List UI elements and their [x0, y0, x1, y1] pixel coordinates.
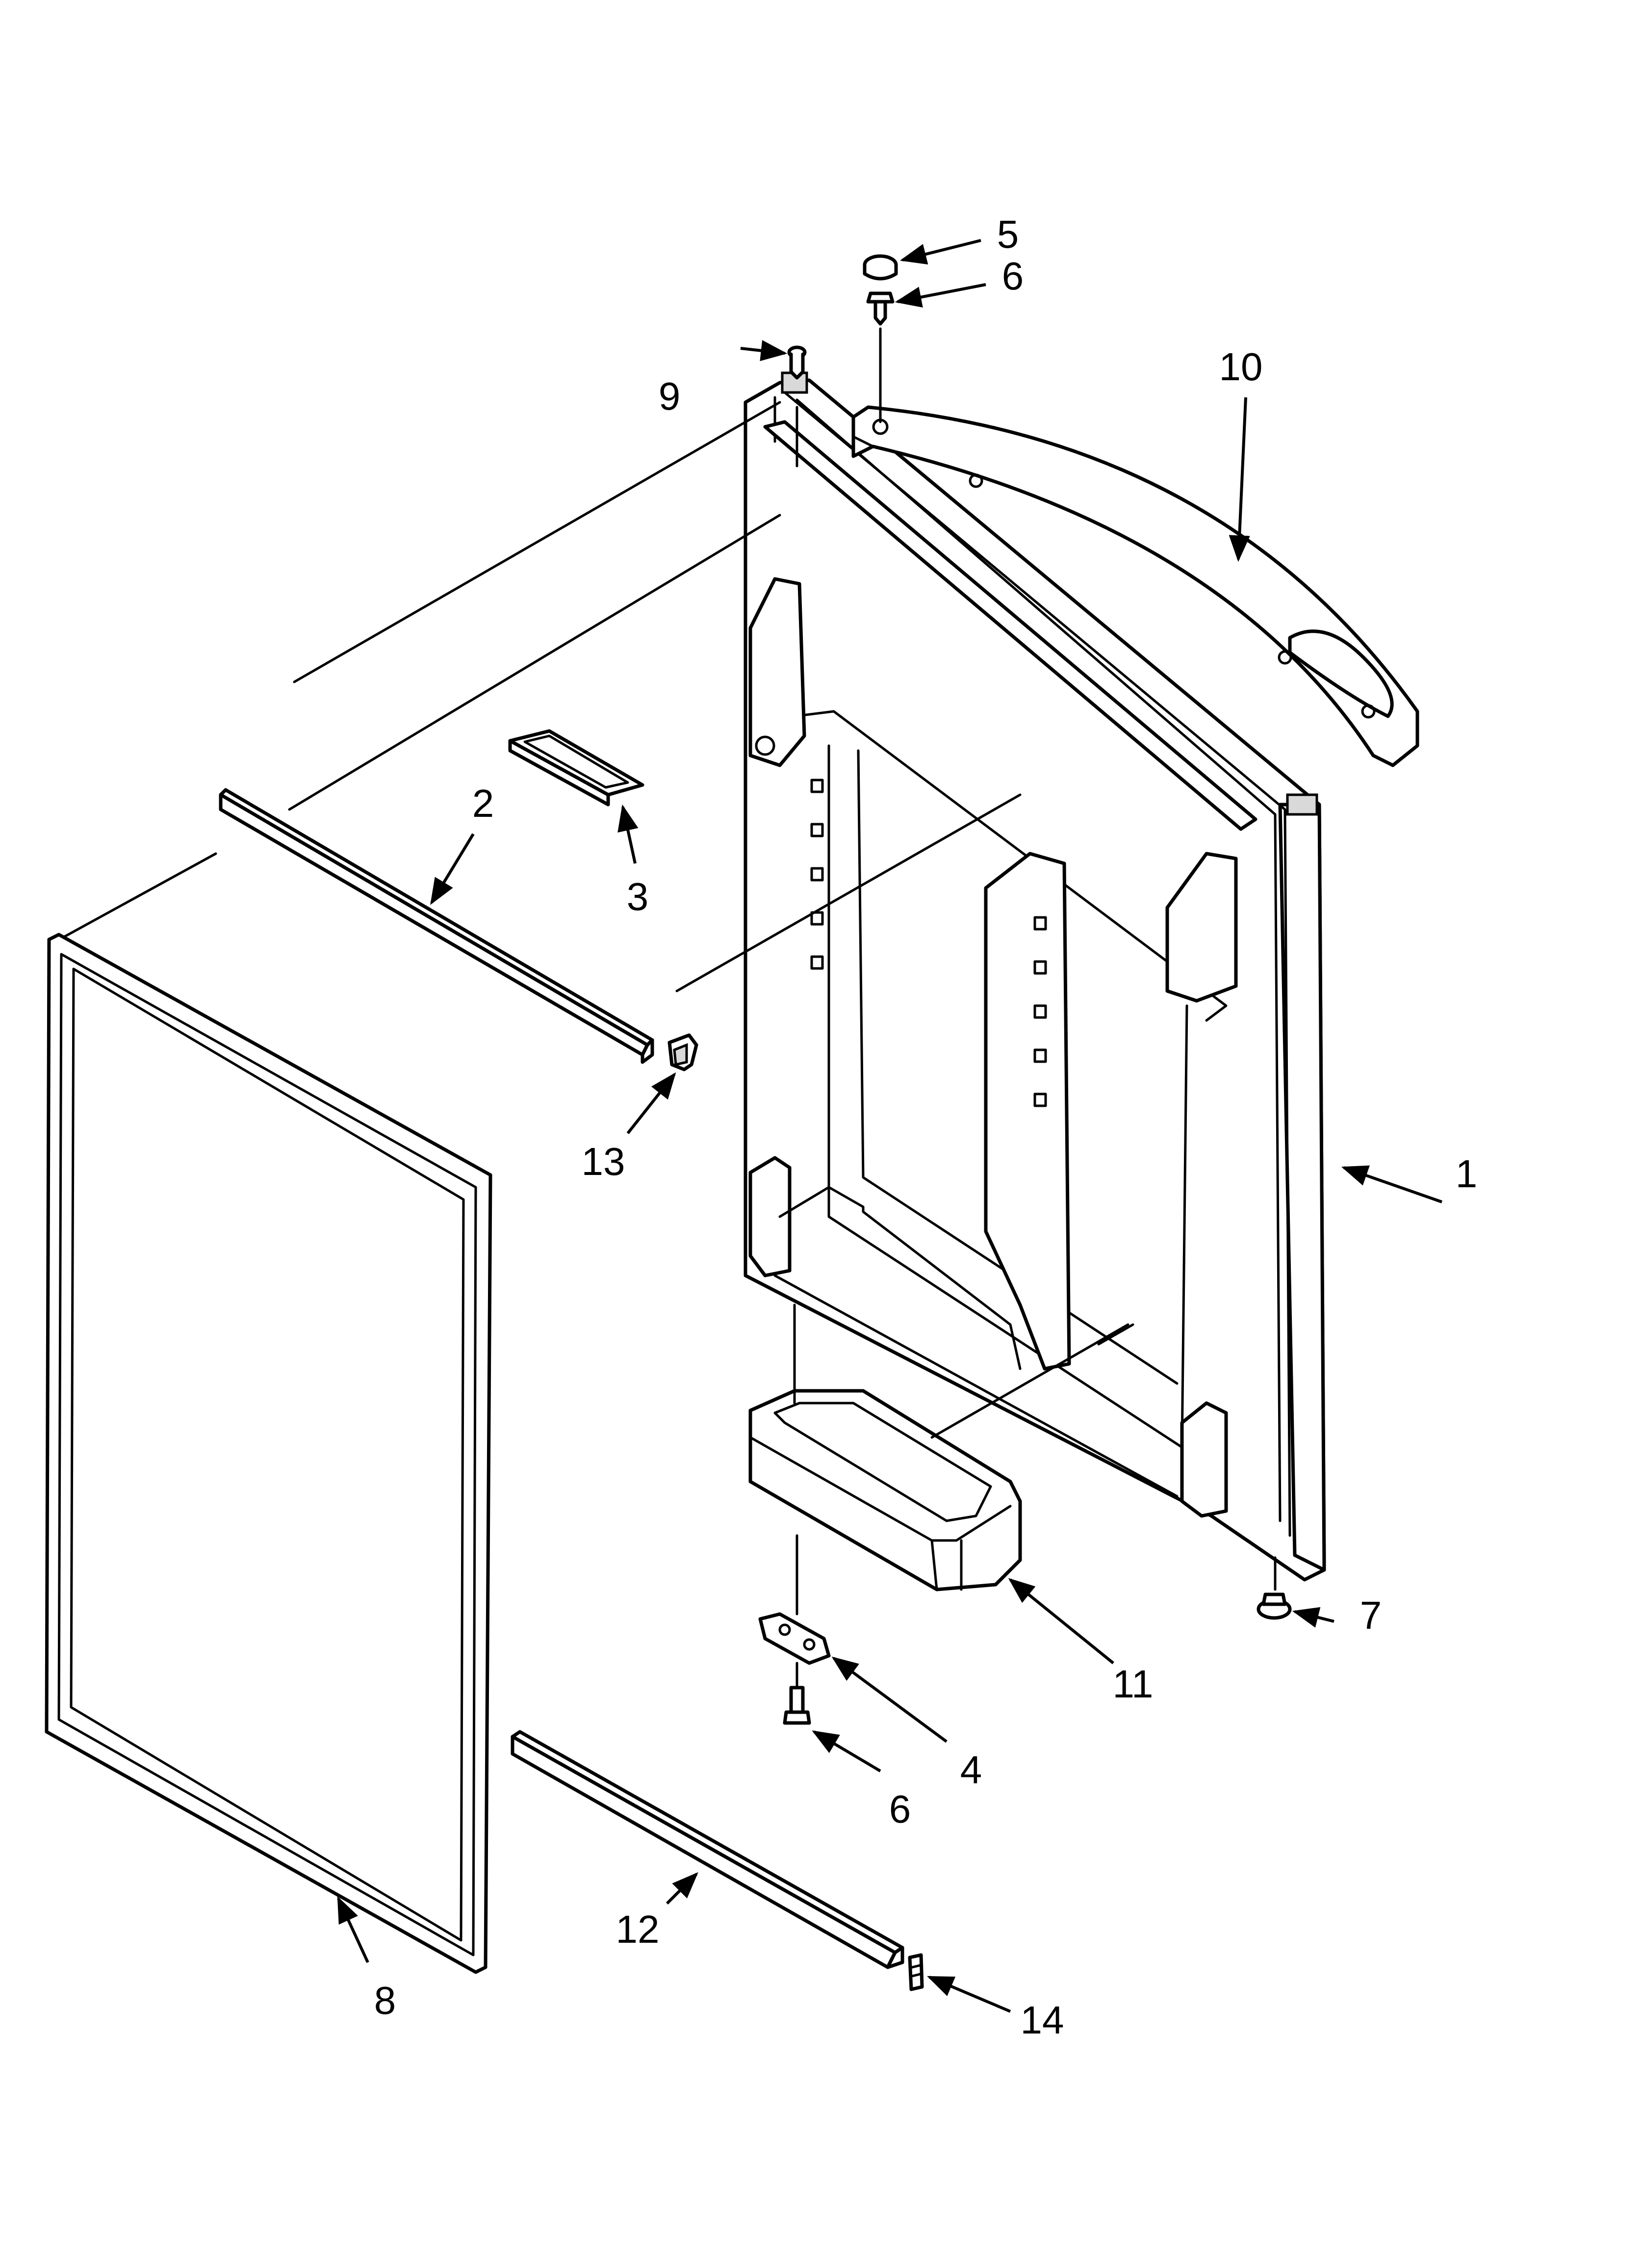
callout-6-top: 6 — [1002, 254, 1024, 298]
door-liner-part — [744, 371, 1326, 1582]
leader-arrows — [337, 239, 1442, 2013]
spacer-top-part — [219, 788, 654, 1064]
callout-6-bottom: 6 — [889, 1787, 911, 1831]
screw-bottom-part — [783, 1662, 811, 1725]
callout-3: 3 — [627, 875, 649, 918]
gasket-part — [45, 933, 492, 1974]
callout-9: 9 — [659, 374, 681, 418]
screw-top-part — [866, 291, 895, 423]
callout-10: 10 — [1219, 345, 1263, 389]
alignment-lines — [62, 401, 1134, 1439]
callout-11: 11 — [1112, 1662, 1153, 1706]
callout-12: 12 — [616, 1907, 660, 1951]
hinge-bottom-part — [758, 1534, 831, 1665]
hinge-pin-part — [787, 345, 807, 468]
callout-labels: 5 6 9 10 2 3 13 1 7 11 4 6 12 14 8 — [374, 212, 1478, 2042]
callout-5: 5 — [997, 212, 1019, 256]
callout-1: 1 — [1456, 1152, 1478, 1196]
callout-2: 2 — [472, 782, 494, 825]
shelf-bin-part — [748, 1389, 1022, 1591]
door-stop-part — [1257, 1556, 1292, 1620]
callout-14: 14 — [1021, 1998, 1064, 2042]
callout-8: 8 — [374, 1979, 396, 2022]
spacer-bottom-part — [511, 1730, 904, 1969]
clip-bottom-part — [908, 1953, 924, 1991]
cap-part — [508, 729, 644, 807]
top-handle-part — [851, 405, 1419, 767]
callout-7: 7 — [1360, 1593, 1382, 1637]
callout-13: 13 — [582, 1140, 625, 1183]
clip-top-part — [667, 1033, 698, 1071]
callout-4: 4 — [960, 1748, 982, 1792]
hinge-cap-part — [863, 254, 898, 281]
shelf-post-holes — [810, 779, 1047, 1107]
